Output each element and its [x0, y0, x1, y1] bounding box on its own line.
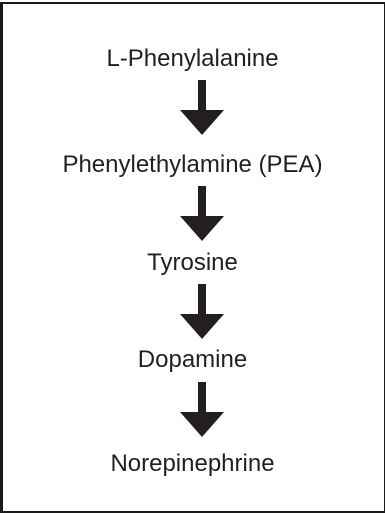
down-arrow-icon: [180, 80, 224, 135]
step-dopamine: Dopamine: [137, 346, 248, 373]
down-arrow-icon: [180, 284, 224, 339]
step-l-phenylalanine: L-Phenylalanine: [106, 45, 279, 72]
step-tyrosine: Tyrosine: [147, 249, 238, 276]
step-phenylethylamine: Phenylethylamine (PEA): [62, 151, 323, 178]
down-arrow-icon: [180, 186, 224, 241]
down-arrow-icon: [180, 382, 224, 437]
step-norepinephrine: Norepinephrine: [110, 450, 275, 477]
